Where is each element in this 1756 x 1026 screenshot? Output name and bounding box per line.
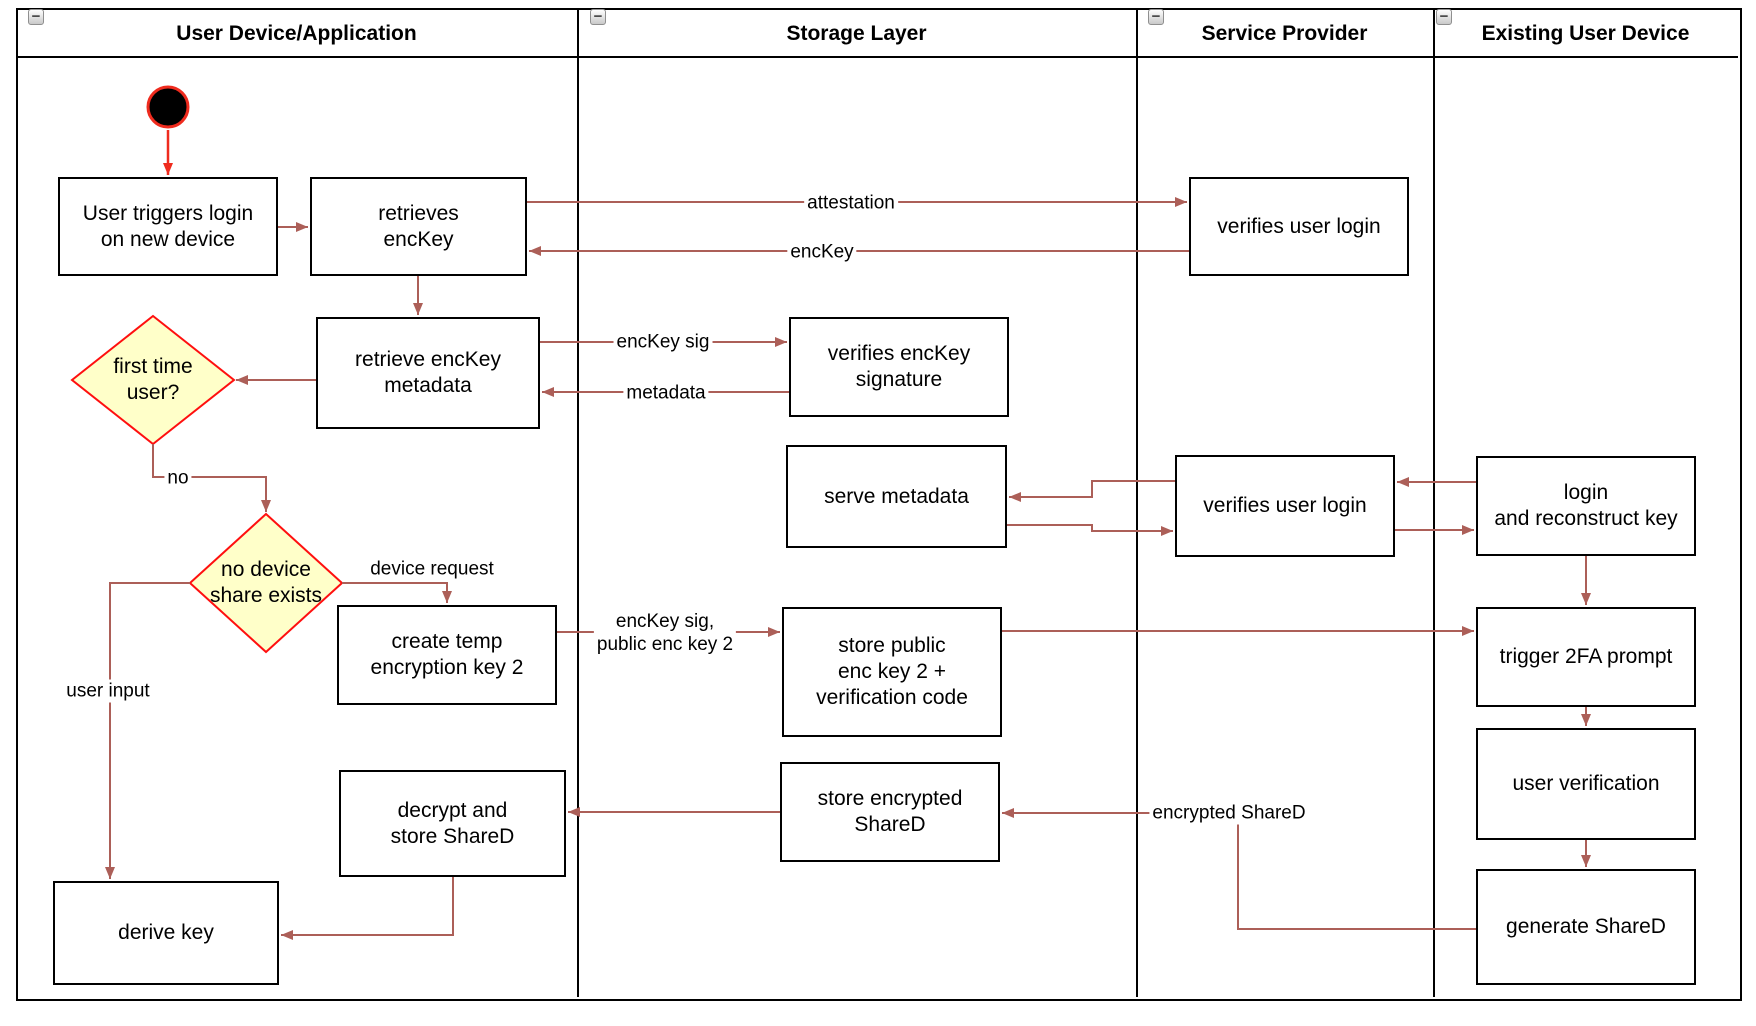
edge-label-device-request: device request <box>367 557 497 581</box>
lane-title: Storage Layer <box>786 22 927 45</box>
activity-verifies-user-login-2: verifies user login <box>1175 455 1395 557</box>
activity-store-public-enc-key: store public enc key 2 + verification co… <box>782 607 1002 737</box>
activity-trigger-2fa-prompt: trigger 2FA prompt <box>1476 607 1696 707</box>
edge-label-encrypted-shared: encrypted ShareD <box>1149 801 1309 825</box>
activity-login-and-reconstruct-key: login and reconstruct key <box>1476 456 1696 556</box>
lane-title: User Device/Application <box>176 22 417 45</box>
decision-label-no-device-share: no device share exists <box>209 558 323 607</box>
lane-header-service-provider: Service Provider <box>1136 10 1433 58</box>
activity-create-temp-encryption-key: create temp encryption key 2 <box>337 605 557 705</box>
diagram-border <box>16 8 1742 1001</box>
start-node <box>146 85 190 129</box>
lane-divider <box>1433 8 1435 997</box>
lane-title: Service Provider <box>1201 22 1368 45</box>
collapse-lane-icon[interactable]: − <box>1148 9 1164 25</box>
activity-decrypt-store-shared: decrypt and store ShareD <box>339 770 566 877</box>
edge-label-no: no <box>164 466 192 490</box>
activity-derive-key: derive key <box>53 881 279 985</box>
edge-device-request <box>342 582 452 603</box>
activity-user-verification: user verification <box>1476 728 1696 840</box>
lane-title: Existing User Device <box>1481 22 1690 45</box>
edge-no-branch <box>152 444 271 512</box>
edge-decrypt-to-derive <box>281 877 454 940</box>
edge-label-attestation: attestation <box>804 191 898 215</box>
activity-verifies-user-login-1: verifies user login <box>1189 177 1409 276</box>
decision-label-first-time: first time user? <box>113 355 193 404</box>
edge-verifies2-to-serve-metadata <box>1009 480 1175 502</box>
edge-label-enckey-sig-public: encKey sig, public enc key 2 <box>593 610 737 656</box>
edge-label-user-input: user input <box>63 679 153 703</box>
lane-header-storage-layer: Storage Layer <box>577 10 1136 58</box>
header-divider <box>16 56 1738 58</box>
edge-label-enckey: encKey <box>787 240 857 264</box>
edge-user-input <box>105 582 190 879</box>
collapse-lane-icon[interactable]: − <box>28 9 44 25</box>
edge-label-metadata: metadata <box>623 381 709 405</box>
lane-header-user-device: User Device/Application <box>16 10 577 58</box>
activity-user-triggers-login: User triggers login on new device <box>58 177 278 276</box>
decision-no-device-share <box>188 512 344 654</box>
activity-store-encrypted-shared: store encrypted ShareD <box>780 762 1000 862</box>
lane-divider <box>1136 8 1138 997</box>
activity-retrieve-enckey-metadata: retrieve encKey metadata <box>316 317 540 429</box>
activity-retrieves-enckey: retrieves encKey <box>310 177 527 276</box>
activity-verifies-enckey-signature: verifies encKey signature <box>789 317 1009 417</box>
collapse-lane-icon[interactable]: − <box>590 9 606 25</box>
activity-generate-shared: generate ShareD <box>1476 869 1696 985</box>
edge-serve-metadata-to-verifies2 <box>1007 524 1173 536</box>
edge-label-enckey-sig: encKey sig <box>613 330 713 354</box>
collapse-lane-icon[interactable]: − <box>1436 9 1452 25</box>
activity-serve-metadata: serve metadata <box>786 445 1007 548</box>
lane-header-existing-device: Existing User Device <box>1433 10 1738 58</box>
edge-encrypted-shared <box>1002 808 1476 930</box>
lane-divider <box>577 8 579 997</box>
